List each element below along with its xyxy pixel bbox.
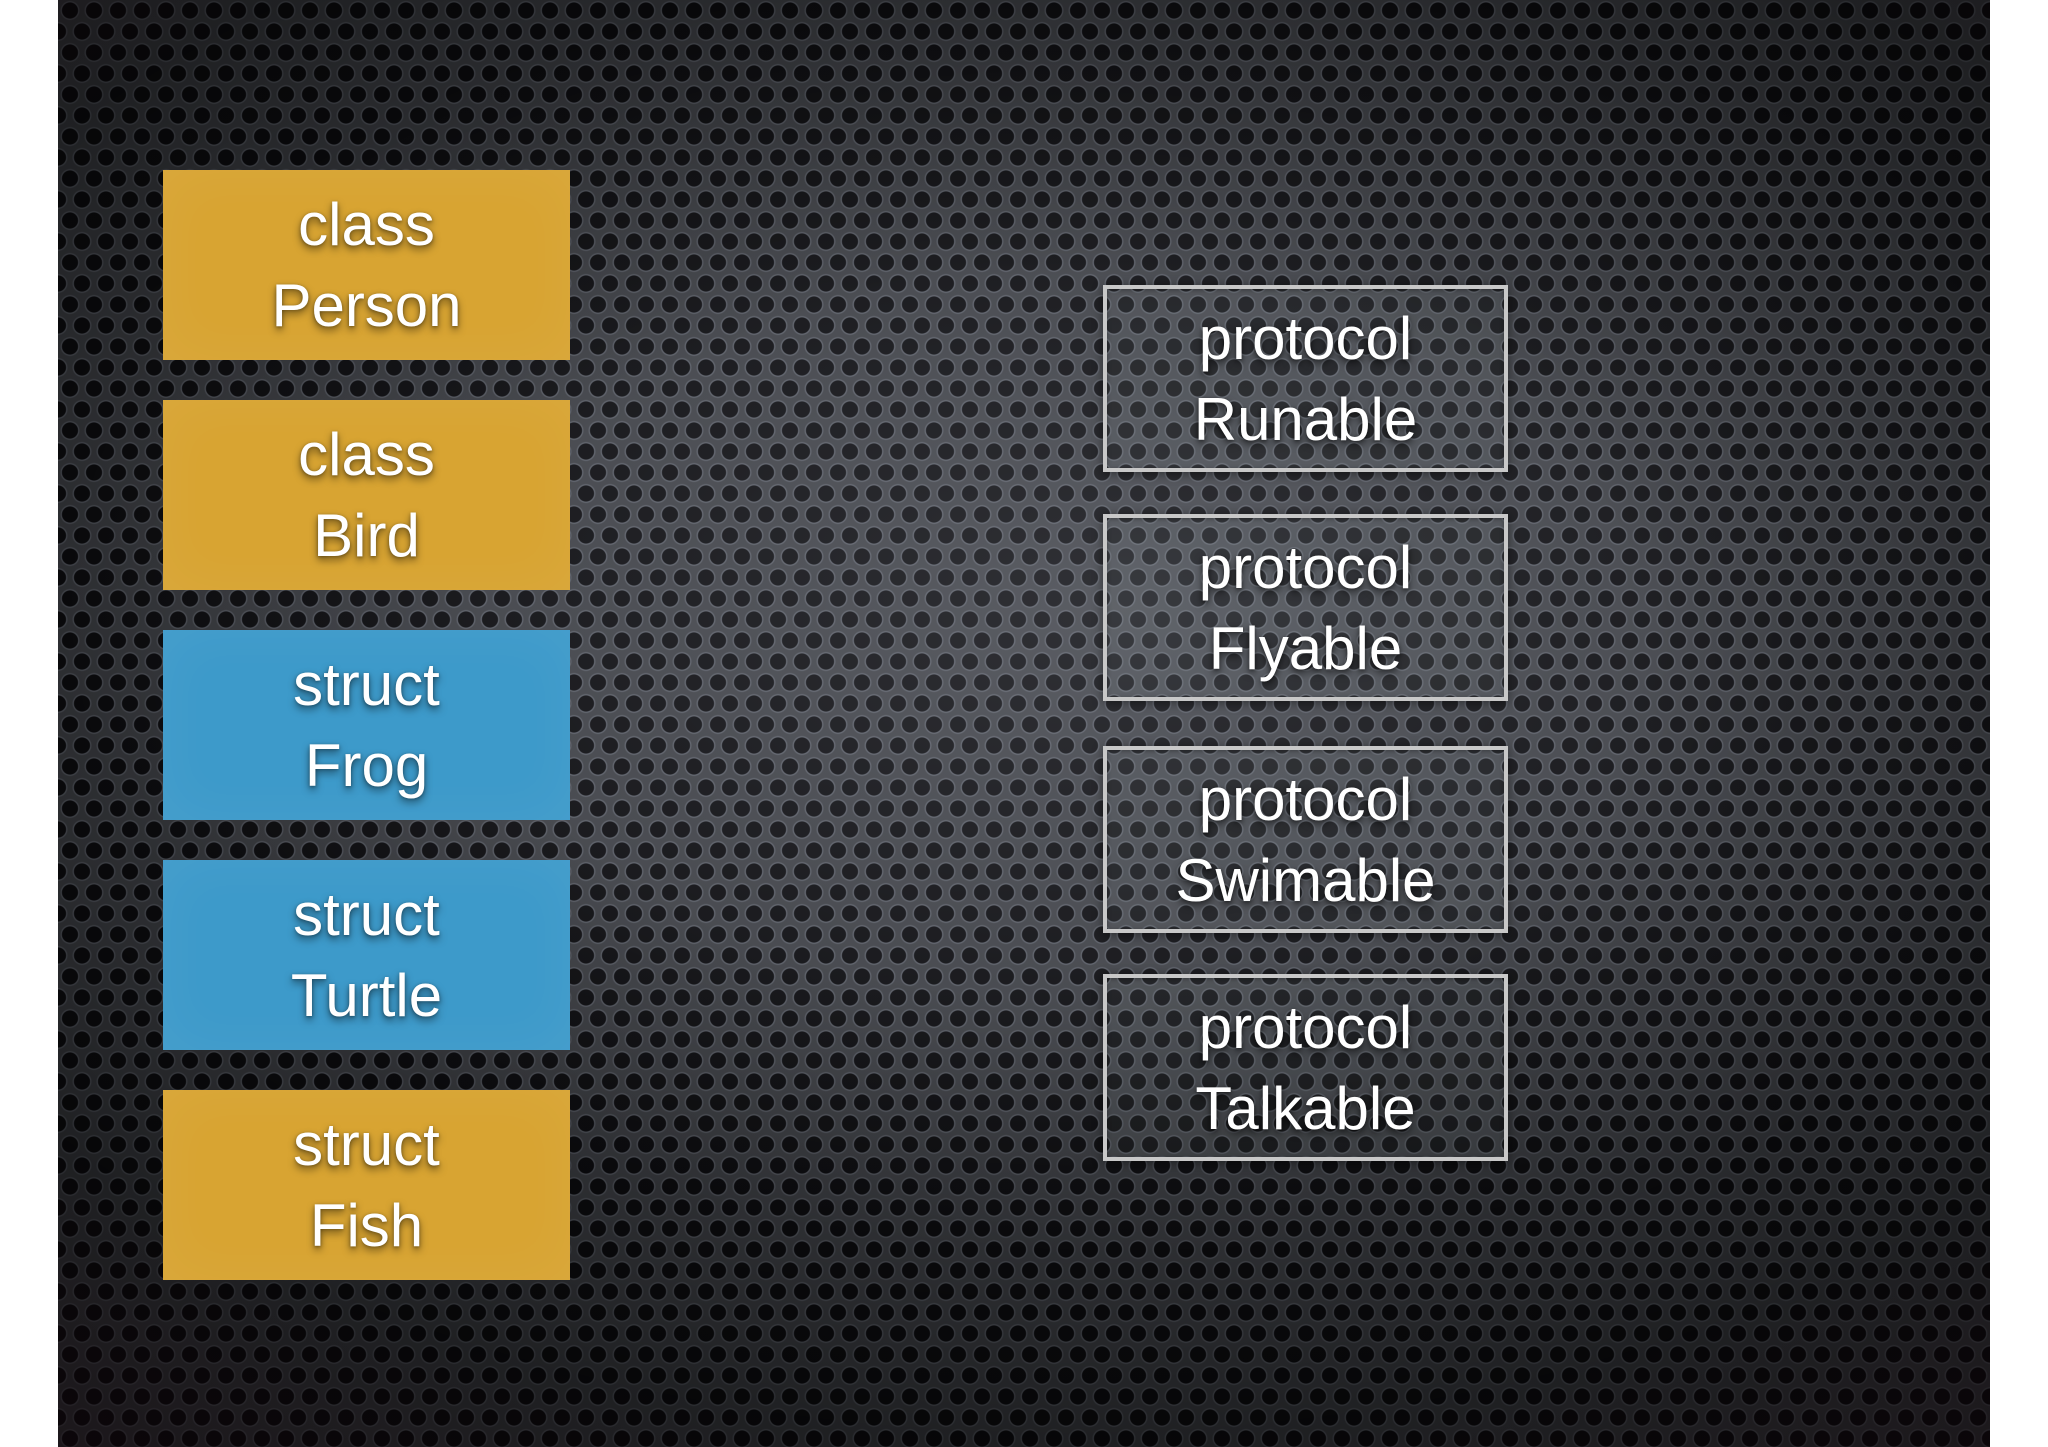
protocol-name: Flyable <box>1208 614 1403 682</box>
protocol-box-runable: protocol Runable <box>1103 285 1508 472</box>
protocol-name: Runable <box>1193 385 1418 453</box>
type-name: Bird <box>313 502 420 569</box>
type-keyword: struct <box>293 1111 440 1178</box>
protocol-keyword: protocol <box>1198 993 1413 1061</box>
type-name: Fish <box>309 1192 424 1259</box>
type-name: Frog <box>304 732 429 799</box>
page-margin-right <box>1990 0 2048 1447</box>
protocol-keyword: protocol <box>1198 304 1413 372</box>
protocol-name: Swimable <box>1175 846 1436 914</box>
protocol-box-swimable: protocol Swimable <box>1103 746 1508 933</box>
type-keyword: class <box>298 191 435 258</box>
type-keyword: struct <box>293 881 440 948</box>
type-box-person: class Person <box>163 170 570 360</box>
type-box-frog: struct Frog <box>163 630 570 820</box>
protocol-keyword: protocol <box>1198 765 1413 833</box>
protocol-name: Talkable <box>1195 1074 1416 1142</box>
protocol-box-flyable: protocol Flyable <box>1103 514 1508 701</box>
protocol-box-talkable: protocol Talkable <box>1103 974 1508 1161</box>
type-keyword: struct <box>293 651 440 718</box>
type-box-fish: struct Fish <box>163 1090 570 1280</box>
type-name: Turtle <box>290 962 443 1029</box>
protocol-keyword: protocol <box>1198 533 1413 601</box>
page-margin-left <box>0 0 58 1447</box>
type-name: Person <box>271 272 462 339</box>
type-keyword: class <box>298 421 435 488</box>
slide-background: class Person class Bird struct Frog stru… <box>58 0 1990 1447</box>
type-box-bird: class Bird <box>163 400 570 590</box>
type-box-turtle: struct Turtle <box>163 860 570 1050</box>
